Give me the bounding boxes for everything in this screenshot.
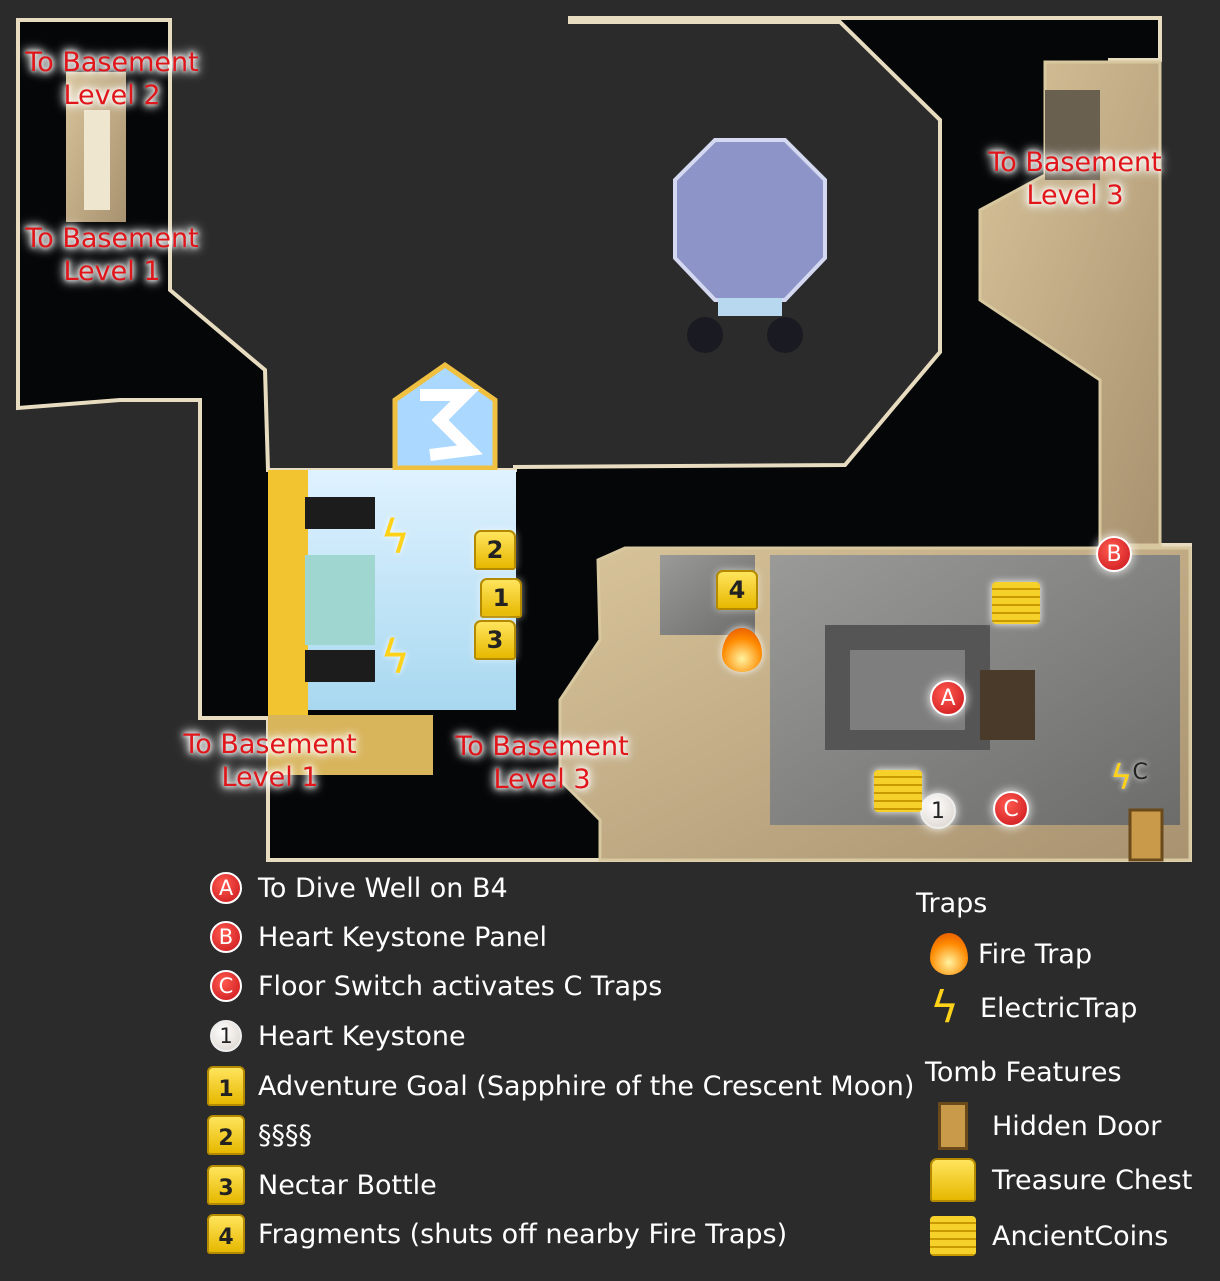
map-marker-b[interactable]: B (1096, 536, 1132, 572)
legend-item-b: B Heart Keystone Panel (200, 921, 547, 953)
chest-icon: 4 (207, 1214, 245, 1254)
map-chest-1[interactable]: 1 (480, 578, 522, 618)
map-label-to-basement-1-bottom[interactable]: To Basement Level 1 (183, 729, 357, 793)
map-label-to-basement-3-right[interactable]: To Basement Level 3 (988, 147, 1162, 211)
legend-marker-b: B (210, 921, 242, 953)
legend-item-c: C Floor Switch activates C Traps (200, 970, 662, 1002)
legend-label: Heart Keystone Panel (258, 921, 547, 953)
electric-trap-icon: ϟ (930, 982, 960, 1033)
map-chest-2[interactable]: 2 (474, 530, 516, 570)
map-electric-trap-c: ϟC (1110, 758, 1148, 798)
map-electric-trap-lower: ϟ (380, 630, 411, 684)
legend-marker-keystone: 1 (210, 1020, 242, 1052)
chest-icon: 2 (207, 1115, 245, 1155)
legend-marker-a: A (210, 872, 242, 904)
tomb-map (16, 16, 1192, 862)
legend-label: Adventure Goal (Sapphire of the Crescent… (258, 1070, 915, 1102)
legend-item-chest-4: 4 Fragments (shuts off nearby Fire Traps… (200, 1214, 787, 1254)
legend-item-keystone: 1 Heart Keystone (200, 1020, 466, 1052)
legend-label: §§§§ (258, 1119, 312, 1151)
legend-item-chest-2: 2 §§§§ (200, 1115, 312, 1155)
map-chest-4[interactable]: 4 (716, 570, 758, 610)
map-marker-heart-keystone[interactable]: 1 (920, 793, 956, 829)
upper-right-area (978, 60, 1162, 547)
legend-label: To Dive Well on B4 (258, 872, 508, 904)
fire-trap-icon (930, 933, 968, 975)
legend-label: AncientCoins (992, 1220, 1169, 1252)
legend-marker-c: C (210, 970, 242, 1002)
chest-icon: 3 (207, 1165, 245, 1205)
legend-label: Floor Switch activates C Traps (258, 970, 663, 1002)
legend-item-a: A To Dive Well on B4 (200, 872, 508, 904)
hidden-door-icon (938, 1102, 968, 1150)
legend-ancient-coins: AncientCoins (930, 1216, 1168, 1256)
legend-item-chest-1: 1 Adventure Goal (Sapphire of the Cresce… (200, 1066, 914, 1106)
map-marker-a[interactable]: A (930, 680, 966, 716)
features-heading: Tomb Features (925, 1057, 1122, 1088)
legend-label: ElectricTrap (980, 992, 1138, 1024)
map-label-to-basement-3-bottom[interactable]: To Basement Level 3 (455, 731, 629, 795)
chest-icon: 1 (207, 1066, 245, 1106)
legend-treasure-chest: Treasure Chest (930, 1158, 1192, 1202)
legend-fire-trap: Fire Trap (930, 933, 1092, 975)
ancient-coins-icon (930, 1216, 976, 1256)
map-coins-upper (992, 582, 1040, 624)
legend-label: Nectar Bottle (258, 1169, 437, 1201)
legend-label: Fire Trap (978, 938, 1093, 970)
legend-electric-trap: ϟ ElectricTrap (930, 986, 1137, 1030)
legend-label: Treasure Chest (992, 1164, 1193, 1196)
treasure-chest-icon (930, 1158, 976, 1202)
legend-label: Fragments (shuts off nearby Fire Traps) (258, 1218, 788, 1250)
map-marker-c-floor[interactable]: C (993, 791, 1029, 827)
map-hidden-door (1128, 808, 1164, 862)
legend-item-chest-3: 3 Nectar Bottle (200, 1165, 437, 1205)
map-fire-trap (722, 628, 762, 672)
legend-label: Hidden Door (992, 1110, 1162, 1142)
octagon-chamber (673, 138, 827, 302)
legend-label: Heart Keystone (258, 1020, 466, 1052)
map-label-to-basement-2[interactable]: To Basement Level 2 (25, 47, 199, 111)
traps-heading: Traps (916, 888, 988, 919)
map-label-to-basement-1-top[interactable]: To Basement Level 1 (25, 223, 199, 287)
map-electric-trap-upper: ϟ (380, 510, 411, 564)
map-chest-3[interactable]: 3 (474, 620, 516, 660)
legend-hidden-door: Hidden Door (938, 1102, 1161, 1150)
map-coins-lower (874, 770, 922, 812)
